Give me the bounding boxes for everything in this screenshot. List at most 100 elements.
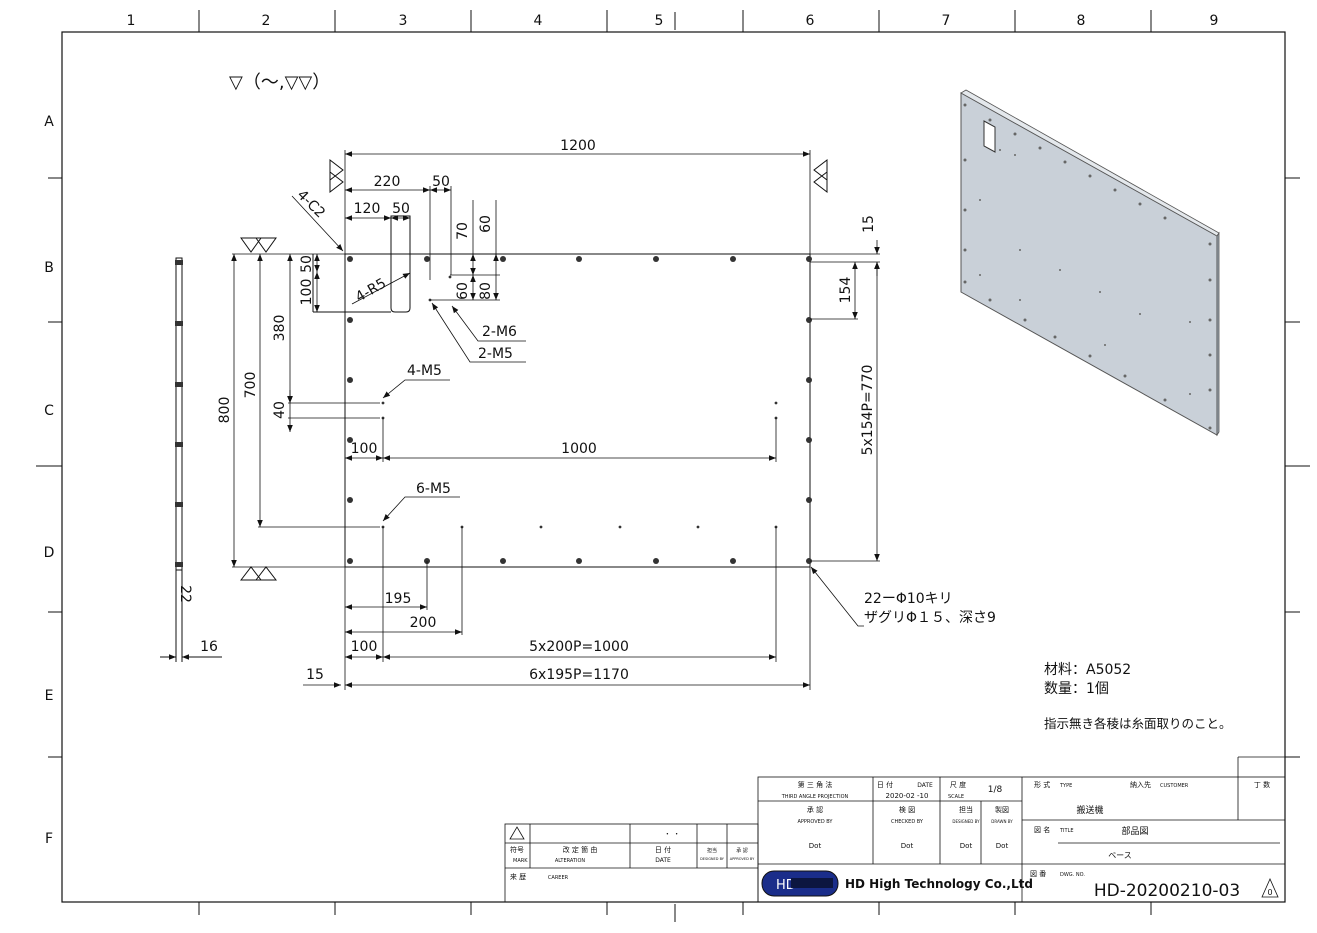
dim-15-bottom: 15	[306, 667, 324, 683]
tapped-hole	[448, 275, 452, 279]
tapped-hole	[539, 525, 543, 529]
dim-60-mid: 60	[455, 282, 471, 300]
dim-70: 70	[455, 222, 471, 240]
dim-40: 40	[272, 401, 288, 419]
tb-drawn-en: DRAWN BY	[991, 819, 1013, 824]
title-block: 第 三 角 法 THIRD ANGLE PROJECTION 日 付 DATE …	[757, 756, 1286, 903]
pitch-bottom-b: 6x195P=1170	[529, 667, 629, 683]
dim-100-left: 100	[299, 279, 315, 306]
tapped-hole	[618, 525, 622, 529]
rev-mark-en: MARK	[513, 858, 528, 864]
tb-type-value: 搬送機	[1076, 804, 1103, 816]
radius-label: 4-R5	[353, 275, 389, 305]
rev-mark-jp: 符号	[510, 845, 524, 854]
row-e: E	[45, 688, 54, 704]
dim-thickness: 16	[200, 639, 218, 655]
isometric-view	[960, 89, 1220, 437]
row-c: C	[44, 403, 54, 419]
tb-checked-jp: 検 図	[899, 805, 915, 814]
counterbore-hole	[806, 437, 812, 443]
holes-note-1: 22ーΦ10キリ	[864, 591, 953, 607]
edge-note: 指示無き各稜は糸面取りのこと。	[1044, 716, 1232, 731]
pitch-bottom-a: 5x200P=1000	[529, 639, 629, 655]
col-5: 5	[655, 13, 664, 29]
counterbore-hole	[576, 256, 582, 262]
pitch-right: 5x154P=770	[860, 365, 876, 456]
counterbore-hole	[730, 256, 736, 262]
dim-154: 154	[838, 277, 854, 304]
quantity-note: 数量：1個	[1044, 681, 1109, 697]
tb-approved-en: APPROVED BY	[797, 819, 833, 825]
tb-projection-jp: 第 三 角 法	[798, 780, 833, 789]
col-8: 8	[1077, 13, 1086, 29]
counterbore-hole	[653, 256, 659, 262]
logo-text: HD	[776, 878, 796, 893]
col-1: 1	[127, 13, 136, 29]
tb-scale-jp: 尺 度	[950, 780, 966, 789]
surface-finish-note: ▽（～,▽▽）	[229, 72, 330, 93]
tapped-hole	[696, 525, 700, 529]
tb-title-value: 部品図	[1121, 825, 1148, 837]
material-note: 材料：A5052	[1044, 662, 1131, 678]
tb-type-en: TYPE	[1059, 783, 1072, 789]
counterbore-hole	[347, 377, 353, 383]
rev-alteration-en: ALTERATION	[555, 858, 585, 864]
dim-15-top: 15	[861, 215, 877, 233]
row-a: A	[44, 114, 54, 130]
col-2: 2	[262, 13, 271, 29]
tb-number-en: DWG. NO.	[1060, 872, 1085, 878]
counterbore-hole	[806, 558, 812, 564]
row-f: F	[45, 831, 53, 847]
outer-frame	[61, 31, 1286, 903]
dim-200: 200	[410, 615, 437, 631]
tb-approved-jp: 承 認	[807, 805, 823, 814]
dim-1200: 1200	[560, 138, 596, 154]
tb-drawing-number: HD-20200210-03	[1094, 881, 1240, 901]
company-logo: HD	[761, 870, 839, 897]
rev-approved-jp: 承 認	[736, 847, 748, 854]
tb-checked-value: Dot	[901, 842, 914, 850]
counterbore-hole	[500, 256, 506, 262]
dim-80: 80	[478, 282, 494, 300]
holes-note-2: ザグリΦ１５、深さ9	[864, 610, 996, 626]
counterbore-hole	[576, 558, 582, 564]
tb-projection-en: THIRD ANGLE PROJECTION	[781, 794, 849, 800]
row-b: B	[44, 260, 54, 276]
counterbore-hole	[347, 256, 353, 262]
revision-table: 符号 MARK 改 定 箇 由 ALTERATION 日 付 DATE ・ ・ …	[504, 823, 759, 903]
tb-date-jp: 日 付	[877, 780, 893, 789]
tb-designed-value: Dot	[960, 842, 973, 850]
tb-scale-en: SCALE	[948, 794, 964, 800]
counterbore-hole	[806, 317, 812, 323]
rev-career-en: CAREER	[548, 875, 569, 881]
dim-60-top: 60	[478, 215, 494, 233]
dim-50-left: 50	[299, 255, 315, 273]
dim-220: 220	[374, 174, 401, 190]
col-9: 9	[1210, 13, 1219, 29]
dim-1000: 1000	[561, 441, 597, 457]
mounting-holes	[347, 256, 812, 564]
tb-scale-value: 1/8	[988, 785, 1003, 795]
tb-number-jp: 図 番	[1030, 870, 1046, 878]
tap-m6-label: 2-M6	[482, 324, 517, 340]
tb-date-en: DATE	[917, 782, 933, 789]
tapped-hole	[381, 401, 385, 405]
tb-approved-value: Dot	[809, 842, 822, 850]
tb-date-value: 2020-02 -10	[886, 792, 929, 800]
tb-revision: 0	[1267, 888, 1272, 897]
tb-checked-en: CHECKED BY	[891, 819, 924, 825]
counterbore-hole	[424, 256, 430, 262]
counterbore-hole	[347, 437, 353, 443]
dim-700: 700	[243, 372, 259, 399]
counterbore-hole	[347, 558, 353, 564]
counterbore-hole	[347, 497, 353, 503]
rev-approved-en: APPROVED BY	[730, 857, 755, 861]
counterbore-hole	[653, 558, 659, 564]
dim-800: 800	[217, 397, 233, 424]
dim-380: 380	[272, 315, 288, 342]
tb-drawn-value: Dot	[996, 842, 1009, 850]
rev-date-en: DATE	[655, 857, 671, 864]
col-4: 4	[534, 13, 543, 29]
dim-50-top: 50	[432, 174, 450, 190]
